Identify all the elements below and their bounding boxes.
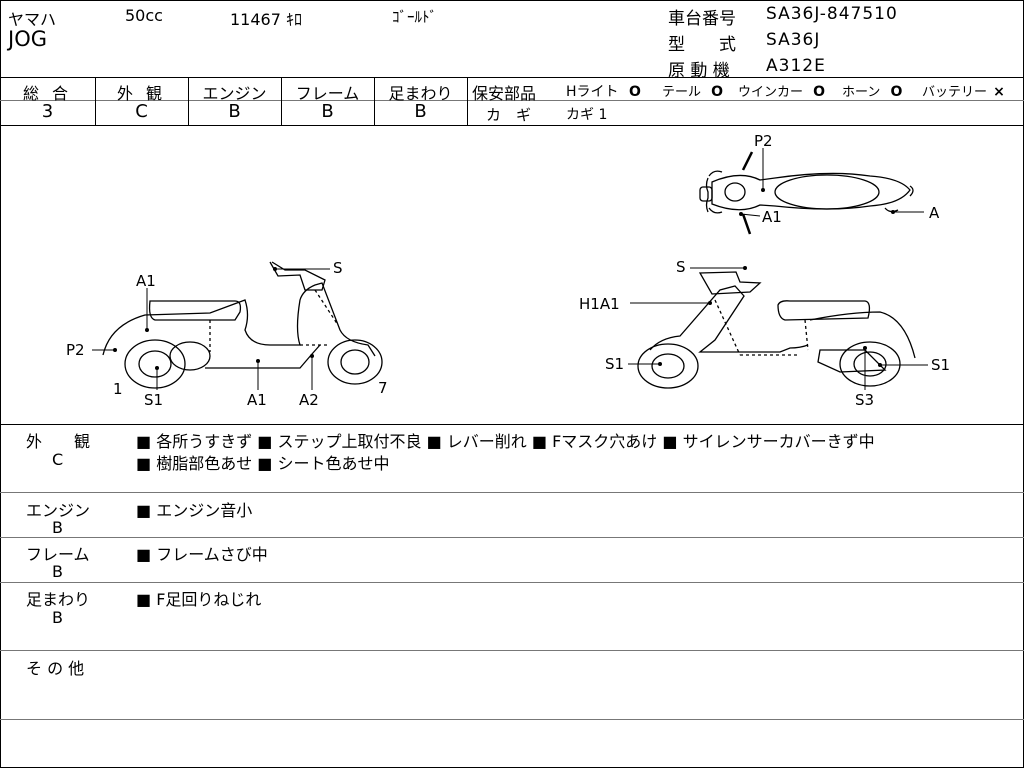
safety-item-mark: O xyxy=(813,84,826,100)
mileage: 11467 ｷﾛ xyxy=(230,10,302,29)
overall-grade: 3 xyxy=(41,101,54,122)
scooter-left-view xyxy=(92,261,383,390)
label-left-a1-top: A1 xyxy=(136,272,156,290)
safety-horn: ホーン O xyxy=(842,81,902,100)
engine-model: A312E xyxy=(766,56,826,76)
label-top-a: A xyxy=(929,204,940,222)
divider xyxy=(374,77,375,125)
divider xyxy=(0,424,1024,425)
label-right-s3: S3 xyxy=(855,391,874,409)
model-name: JOG xyxy=(8,27,47,51)
label-right-s1-left: S1 xyxy=(605,355,624,373)
note-engine-grade: B xyxy=(52,518,63,537)
maker: ヤマハ xyxy=(8,10,57,29)
overall-label: 総 合 xyxy=(22,84,73,103)
frame-grade: B xyxy=(321,101,334,122)
key-label: カ ギ xyxy=(486,106,532,124)
damage-diagram: P2 A1 A S A1 P2 1 S1 A1 A2 7 S H1A1 S1 S… xyxy=(66,132,950,409)
safety-item-mark: O xyxy=(628,84,641,100)
safety-headlight: Hライト O xyxy=(566,81,641,101)
engine-label: エンジン xyxy=(202,84,267,103)
label-left-p2: P2 xyxy=(66,341,85,359)
safety-tail: テール O xyxy=(662,81,723,100)
label-left-1: 1 xyxy=(113,380,123,398)
type-label: 型 式 xyxy=(668,35,736,55)
note-other-label: そ の 他 xyxy=(26,659,85,678)
divider xyxy=(95,77,96,125)
label-right-h1a1: H1A1 xyxy=(579,295,620,313)
safety-battery: バッテリー × xyxy=(922,81,1005,100)
note-suspension-grade: B xyxy=(52,608,63,627)
divider xyxy=(467,77,468,125)
marker-dots xyxy=(113,188,895,370)
type-value: SA36J xyxy=(766,30,821,50)
suspension-label: 足まわり xyxy=(388,84,453,103)
frame-label: フレーム xyxy=(295,84,360,103)
label-right-s: S xyxy=(676,258,686,276)
note-engine-line: ■ エンジン音小 xyxy=(136,501,253,520)
divider xyxy=(0,125,1024,126)
note-frame-label: フレーム xyxy=(26,545,90,564)
label-left-7: 7 xyxy=(378,379,388,397)
divider xyxy=(0,582,1024,583)
note-exterior-line: ■ 各所うすきず ■ ステップ上取付不良 ■ レバー削れ ■ Fマスク穴あけ ■… xyxy=(136,432,875,451)
safety-item-name: バッテリー xyxy=(922,85,988,100)
safety-winker: ウインカー O xyxy=(738,81,825,100)
engine-grade: B xyxy=(228,101,241,122)
safety-item-name: ウインカー xyxy=(738,85,804,100)
label-left-a1-bottom: A1 xyxy=(247,391,267,409)
scooter-right-view xyxy=(628,267,928,390)
displacement: 50cc xyxy=(125,6,163,25)
label-right-s1-right: S1 xyxy=(931,356,950,374)
suspension-grade: B xyxy=(414,101,427,122)
note-exterior-grade: C xyxy=(52,450,64,469)
scooter-top-view xyxy=(699,148,924,235)
safety-item-name: ホーン xyxy=(842,85,881,100)
label-top-p2: P2 xyxy=(754,132,773,150)
exterior-label: 外 観 xyxy=(116,84,167,103)
label-left-a2: A2 xyxy=(299,391,319,409)
safety-item-name: テール xyxy=(662,85,702,100)
divider xyxy=(0,100,1024,101)
safety-item-mark: O xyxy=(890,84,903,100)
label-left-s1: S1 xyxy=(144,391,163,409)
label-top-a1: A1 xyxy=(762,208,782,226)
note-frame-line: ■ フレームさび中 xyxy=(136,545,268,564)
safety-label: 保安部品 xyxy=(472,84,537,103)
frame-no-label: 車台番号 xyxy=(668,9,736,29)
note-exterior-line: ■ 樹脂部色あせ ■ シート色あせ中 xyxy=(136,454,390,473)
divider xyxy=(0,492,1024,493)
safety-item-mark: × xyxy=(993,84,1005,100)
engine-model-label: 原 動 機 xyxy=(668,61,730,81)
divider xyxy=(188,77,189,125)
note-exterior-label: 外 観 xyxy=(26,432,91,451)
divider xyxy=(0,650,1024,651)
note-suspension-line: ■ F足回りねじれ xyxy=(136,590,262,609)
exterior-grade: C xyxy=(135,101,148,122)
frame-no: SA36J-847510 xyxy=(766,4,898,24)
divider xyxy=(281,77,282,125)
divider xyxy=(0,537,1024,538)
note-suspension-label: 足まわり xyxy=(26,590,91,609)
note-engine-label: エンジン xyxy=(26,501,91,520)
divider xyxy=(0,719,1024,720)
divider xyxy=(0,77,1024,78)
safety-item-name: Hライト xyxy=(566,84,619,100)
note-frame-grade: B xyxy=(52,562,63,581)
safety-item-mark: O xyxy=(711,84,724,100)
label-left-s: S xyxy=(333,259,343,277)
key-value: カギ 1 xyxy=(566,107,608,123)
color: ｺﾞｰﾙﾄﾞ xyxy=(392,8,438,26)
